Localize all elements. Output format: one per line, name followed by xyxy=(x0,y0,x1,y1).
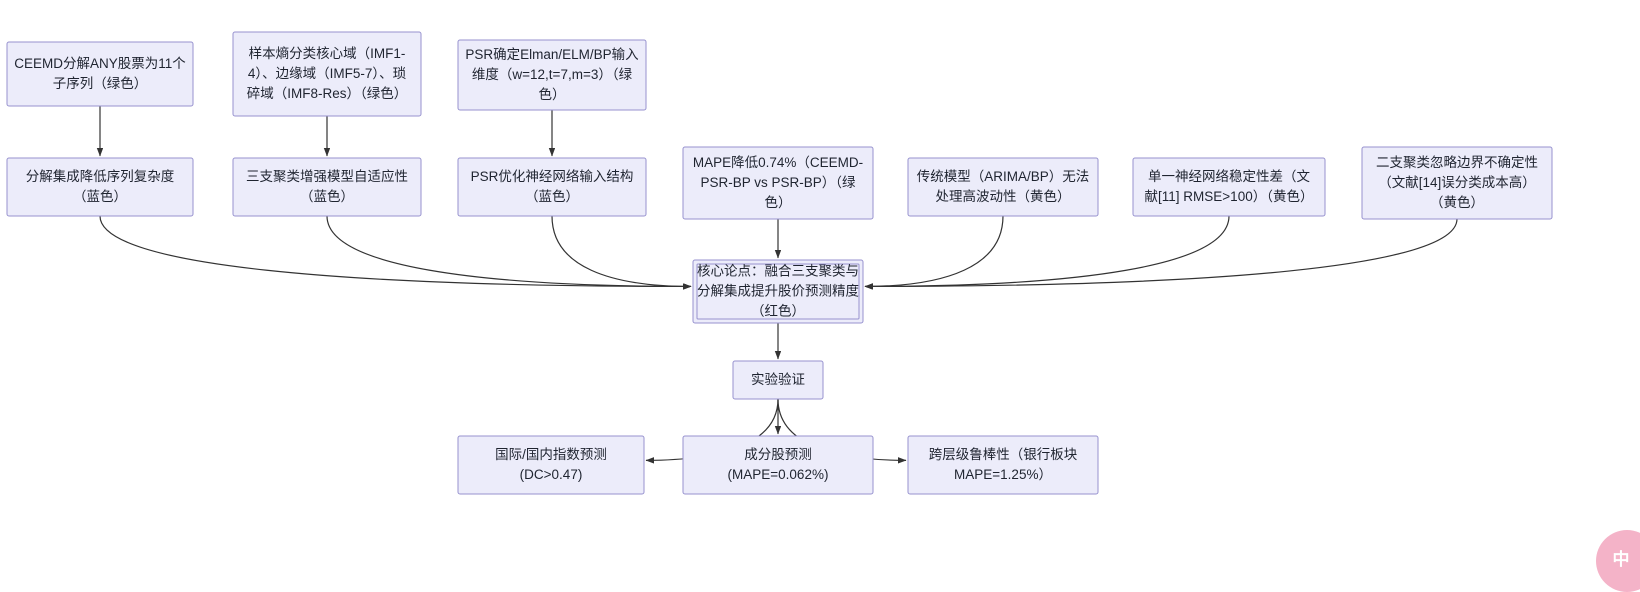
flow-node[interactable]: MAPE降低0.74%（CEEMD- PSR-BP vs PSR-BP）（绿色） xyxy=(682,146,874,220)
node-label-line: 献[11] RMSE>100）（黄色） xyxy=(1145,188,1314,204)
node-label: MAPE降低0.74%（CEEMD- PSR-BP vs PSR-BP）（绿色） xyxy=(693,155,863,210)
node-label: 跨层级鲁棒性（银行板块 MAPE=1.25%） xyxy=(929,447,1078,482)
node-label-line: 二支聚类忽略边界不确定性 xyxy=(1376,155,1538,170)
node-box xyxy=(1361,146,1553,220)
node-box xyxy=(692,259,864,324)
node-box xyxy=(732,360,824,400)
node-box xyxy=(457,435,645,495)
node-box xyxy=(457,157,647,217)
flow-node[interactable]: 实验验证 xyxy=(732,360,824,400)
flow-node[interactable]: 国际/国内指数预测 (DC>0.47) xyxy=(457,435,645,495)
node-box xyxy=(682,435,874,495)
node-box xyxy=(6,41,194,107)
node-label-line: （蓝色） xyxy=(525,188,579,204)
node-label: 分解集成降低序列复杂度 （蓝色） xyxy=(26,168,175,204)
node-label-line: 跨层级鲁棒性（银行板块 xyxy=(929,447,1078,462)
node-box xyxy=(907,435,1099,495)
node-box xyxy=(232,31,422,117)
node-label-line: (DC>0.47) xyxy=(520,467,583,482)
flow-node[interactable]: PSR优化神经网络输入结构 （蓝色） xyxy=(457,157,647,217)
node-label-line: PSR优化神经网络输入结构 xyxy=(471,169,634,184)
flow-node[interactable]: 三支聚类增强模型自适应性 （蓝色） xyxy=(232,157,422,217)
flow-node[interactable]: 分解集成降低序列复杂度 （蓝色） xyxy=(6,157,194,217)
node-label-line: （红色） xyxy=(751,302,805,318)
node-label: 成分股预测 (MAPE=0.062%) xyxy=(728,447,829,482)
node-label: CEEMD分解ANY股票为11个子序列（绿色） xyxy=(14,56,186,91)
flow-node[interactable]: 跨层级鲁棒性（银行板块 MAPE=1.25%） xyxy=(907,435,1099,495)
node-box xyxy=(232,157,422,217)
node-label-line: 子序列（绿色） xyxy=(53,75,148,91)
node-box xyxy=(1132,157,1326,217)
flow-node[interactable]: 核心论点：融合三支聚类与分解集成提升股价预测精度 （红色） xyxy=(692,259,864,324)
node-label: 国际/国内指数预测 (DC>0.47) xyxy=(495,447,607,482)
node-label: 实验验证 xyxy=(751,372,805,387)
node-label-line: （蓝色） xyxy=(300,188,354,204)
flow-node[interactable]: CEEMD分解ANY股票为11个子序列（绿色） xyxy=(6,41,194,107)
node-label: 二支聚类忽略边界不确定性 （文献[14]误分类成本高） （黄色） xyxy=(1376,155,1538,210)
node-label-line: 样本熵分类核心域（IMF1- xyxy=(249,46,406,61)
node-label-line: 单一神经网络稳定性差（文 xyxy=(1148,169,1310,184)
node-label: PSR优化神经网络输入结构 （蓝色） xyxy=(471,169,634,204)
watermark-label: 中 xyxy=(1612,549,1630,569)
node-box xyxy=(457,39,647,111)
node-label-line: PSR确定Elman/ELM/BP输入 xyxy=(465,47,639,62)
flow-node[interactable]: 成分股预测 (MAPE=0.062%) xyxy=(682,435,874,495)
flow-node[interactable]: 二支聚类忽略边界不确定性 （文献[14]误分类成本高） （黄色） xyxy=(1361,146,1553,220)
node-label-line: 处理高波动性（黄色） xyxy=(936,188,1071,204)
nodes-layer: CEEMD分解ANY股票为11个子序列（绿色） 样本熵分类核心域（IMF1- 4）、… xyxy=(6,31,1553,495)
node-label-line: 分解集成降低序列复杂度 xyxy=(26,168,175,184)
flow-edge xyxy=(864,215,1230,290)
node-label: 单一神经网络稳定性差（文献[11] RMSE>100）（黄色） xyxy=(1145,169,1314,204)
flowchart-canvas: CEEMD分解ANY股票为11个子序列（绿色） 样本熵分类核心域（IMF1- 4）、… xyxy=(6,31,1640,592)
flow-edge xyxy=(864,218,1458,290)
node-label-line: 核心论点：融合三支聚类与 xyxy=(697,263,859,278)
node-label-line: 三支聚类增强模型自适应性 xyxy=(246,168,408,184)
node-box xyxy=(6,157,194,217)
node-label-line: 维度（w=12,t=7,m=3）（绿 xyxy=(472,67,633,82)
node-label-line: 国际/国内指数预测 xyxy=(495,447,607,462)
node-label-line: （蓝色） xyxy=(73,188,127,204)
node-box-inner-border xyxy=(696,263,860,320)
flow-node[interactable]: 样本熵分类核心域（IMF1- 4）、边缘域（IMF5-7）、琐碎域（IMF8-Re… xyxy=(232,31,422,117)
node-label-line: （黄色） xyxy=(1430,194,1484,210)
flowchart-svg: CEEMD分解ANY股票为11个子序列（绿色） 样本熵分类核心域（IMF1- 4）、… xyxy=(6,31,1553,495)
flow-edge xyxy=(99,215,692,290)
node-label-line: （文献[14]误分类成本高） xyxy=(1378,174,1536,190)
node-box xyxy=(907,157,1099,217)
node-label-line: 色） xyxy=(539,86,566,102)
node-label-line: 分解集成提升股价预测精度 xyxy=(697,283,859,298)
node-label-line: 4）、边缘域（IMF5-7）、琐 xyxy=(248,65,407,81)
node-box xyxy=(682,146,874,220)
node-label-line: (MAPE=0.062%) xyxy=(728,467,829,482)
flow-node[interactable]: 单一神经网络稳定性差（文献[11] RMSE>100）（黄色） xyxy=(1132,157,1326,217)
flow-node[interactable]: PSR确定Elman/ELM/BP输入维度（w=12,t=7,m=3）（绿色） xyxy=(457,39,647,111)
node-label-line: 实验验证 xyxy=(751,372,805,387)
node-label-line: 传统模型（ARIMA/BP）无法 xyxy=(917,169,1090,184)
flow-edge xyxy=(326,215,692,290)
node-label-line: CEEMD分解ANY股票为11个 xyxy=(14,56,186,71)
node-label: 核心论点：融合三支聚类与分解集成提升股价预测精度 （红色） xyxy=(697,263,859,318)
flow-edge xyxy=(864,215,1004,290)
node-label: 样本熵分类核心域（IMF1- 4）、边缘域（IMF5-7）、琐碎域（IMF8-Re… xyxy=(247,46,408,101)
flow-edge xyxy=(551,215,692,290)
node-label-line: MAPE=1.25%） xyxy=(954,467,1052,482)
node-label-line: 色） xyxy=(765,194,792,210)
node-label-line: PSR-BP vs PSR-BP）（绿 xyxy=(700,175,856,190)
node-label-line: 成分股预测 xyxy=(744,447,812,462)
node-label: 传统模型（ARIMA/BP）无法处理高波动性（黄色） xyxy=(917,169,1090,204)
flow-node[interactable]: 传统模型（ARIMA/BP）无法处理高波动性（黄色） xyxy=(907,157,1099,217)
node-label: PSR确定Elman/ELM/BP输入维度（w=12,t=7,m=3）（绿色） xyxy=(465,47,639,102)
node-label-line: MAPE降低0.74%（CEEMD- xyxy=(693,155,863,170)
node-label-line: 碎域（IMF8-Res）（绿色） xyxy=(247,85,408,101)
node-label: 三支聚类增强模型自适应性 （蓝色） xyxy=(246,168,408,204)
